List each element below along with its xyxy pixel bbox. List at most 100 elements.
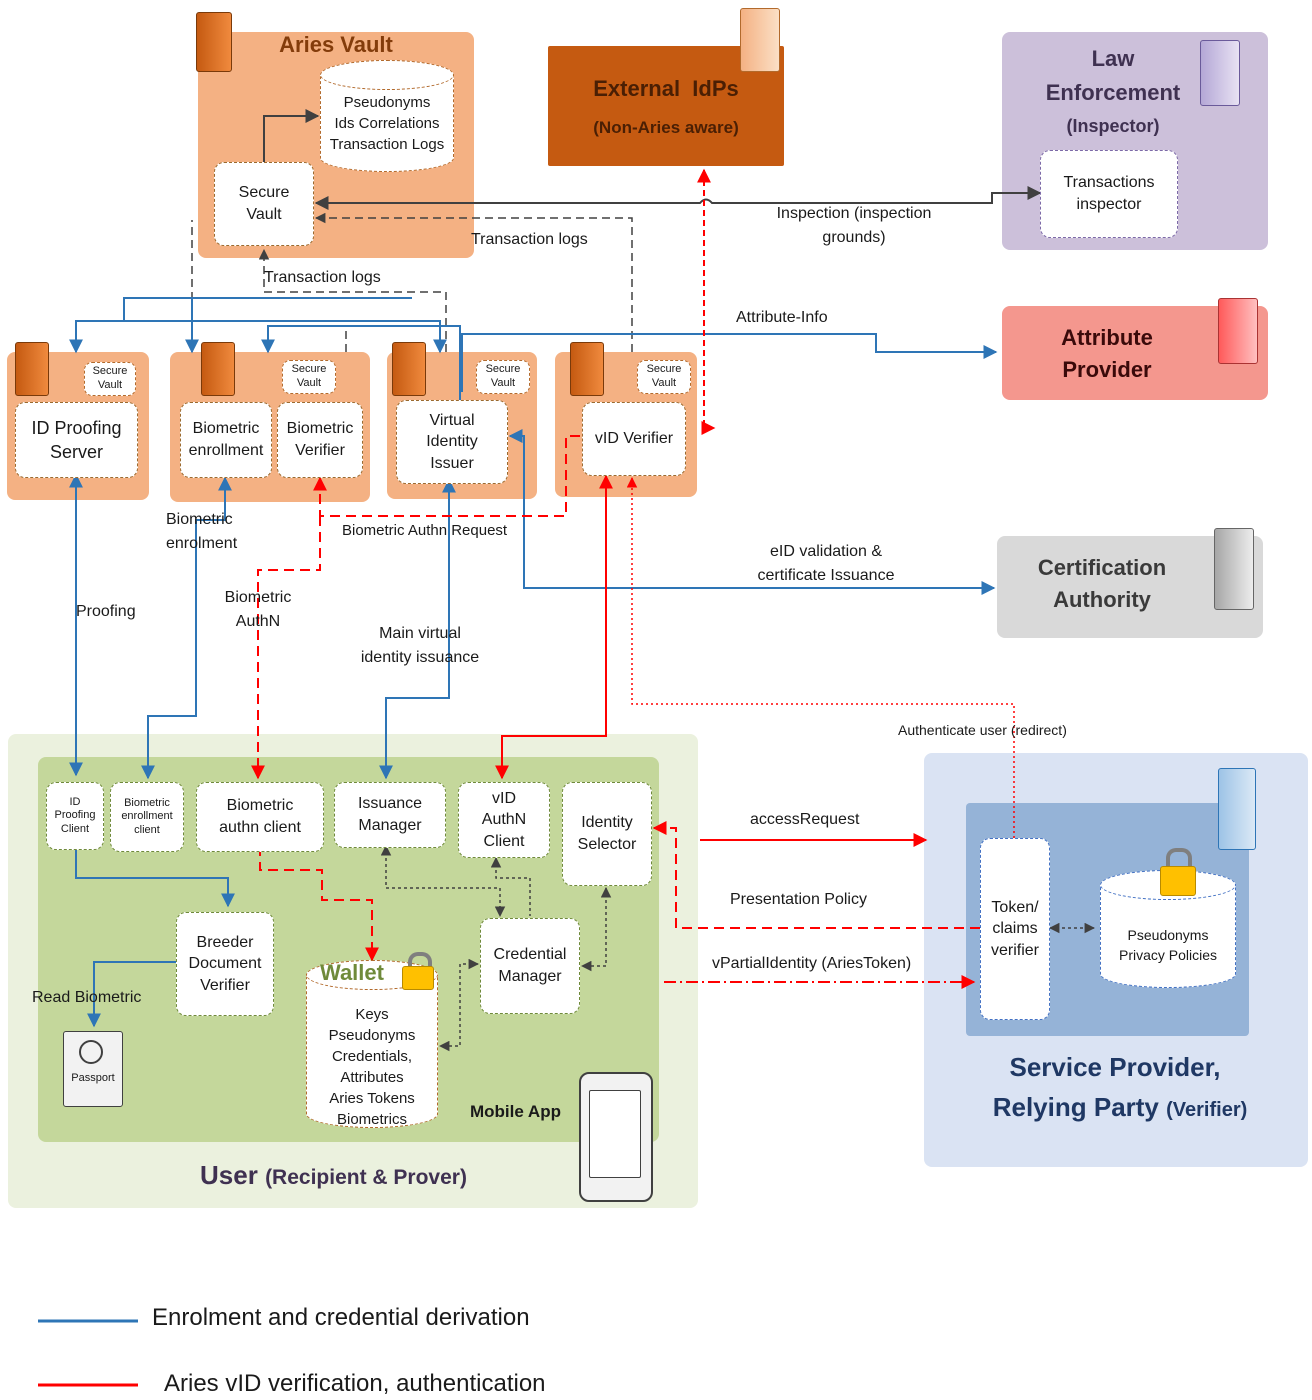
secure-vault-tag: Secure Vault: [282, 360, 336, 394]
db-line: Ids Correlations: [334, 115, 440, 132]
access-request-label: accessRequest: [750, 811, 860, 828]
transaction-logs-label: Transaction logs: [264, 269, 381, 286]
mobile-phone-icon: [579, 1072, 653, 1202]
breeder-document-verifier-box: Breeder Document Verifier: [176, 912, 274, 1016]
certification-authority-title: Certification Authority: [1037, 555, 1167, 612]
server-icon: [392, 342, 426, 396]
wallet-line: Keys: [355, 1006, 389, 1023]
virtual-identity-issuer-label: Virtual Identity Issuer: [426, 411, 478, 472]
transaction-logs-label: Transaction logs: [471, 231, 588, 248]
biometric-authn-client-box: Biometric authn client: [196, 782, 324, 852]
biometric-enrollment-client-box: Biometric enrollment client: [110, 782, 184, 852]
biometric-authn-request-line: [313, 435, 580, 517]
virtual-identity-issuer-box: Virtual Identity Issuer: [396, 400, 508, 484]
service-provider-title-1: Service Provider,: [1009, 1052, 1221, 1082]
biometric-authn-label: Biometric AuthN: [224, 589, 292, 630]
biometric-verifier-box: Biometric Verifier: [277, 402, 363, 478]
wallet-line: Biometrics: [336, 1111, 407, 1128]
main-virtual-identity-line: [379, 478, 456, 780]
wallet-line: [259, 846, 379, 962]
authenticate-user-line: [626, 476, 1015, 838]
external-idps-title: External IdPs: [593, 76, 739, 101]
user-zone-title: User (Recipient & Prover): [200, 1160, 467, 1191]
secure-vault-tag: Secure Vault: [476, 360, 530, 394]
read-biometric-label: Read Biometric: [32, 989, 142, 1006]
aries-vault-title: Aries Vault: [279, 32, 393, 57]
wallet-line: Attributes: [340, 1069, 404, 1086]
presentation-policy-label: Presentation Policy: [730, 891, 867, 908]
vid-authn-client-box: vID AuthN Client: [458, 782, 550, 858]
server-icon: [1200, 40, 1240, 106]
user-title: User: [200, 1160, 258, 1190]
sp-title-sub: (Verifier): [1166, 1099, 1248, 1121]
id-proofing-server-box: ID Proofing Server: [15, 402, 138, 478]
law-enforcement-title-2: Enforcement: [1045, 80, 1181, 105]
vid-authn-line: [495, 474, 613, 780]
breeder-line: [75, 822, 235, 908]
vault-to-db-line: [263, 109, 320, 162]
wallet-title: Wallet: [320, 960, 384, 985]
server-icon: [740, 8, 780, 72]
server-icon: [570, 342, 604, 396]
external-idp-line: [697, 168, 716, 435]
transaction-logs-right: [314, 212, 633, 352]
legend-item: Aries vID verification, authentication: [164, 1370, 546, 1397]
transactions-inspector-box: Transactions inspector: [1040, 150, 1178, 238]
biometric-enrollment-box: Biometric enrollment: [180, 402, 272, 478]
breeder-document-verifier-label: Breeder Document Verifier: [188, 933, 262, 994]
attribute-provider-title: Attribute Provider: [1061, 325, 1153, 382]
server-icon: [201, 342, 235, 396]
vid-verifier-label: vID Verifier: [594, 430, 674, 448]
id-proofing-client-box: ID Proofing Client: [46, 782, 104, 850]
inspection-label: Inspection (inspection grounds): [776, 205, 932, 246]
secure-vault-label: Secure Vault: [238, 184, 290, 223]
secure-vault-tag: Secure Vault: [637, 360, 691, 394]
server-icon: [15, 342, 49, 396]
lock-icon: [402, 952, 434, 990]
globe-icon: [79, 1040, 103, 1064]
aries-vault-database: Pseudonyms Ids Correlations Transaction …: [320, 60, 454, 172]
sp-db-line: Privacy Policies: [1118, 946, 1218, 963]
vpartial-identity-label: vPartialIdentity (AriesToken): [712, 955, 912, 972]
vid-verifier-box: vID Verifier: [582, 402, 686, 476]
law-enforcement-title-1: Law: [1091, 46, 1135, 71]
passport-icon: Passport: [63, 1031, 123, 1107]
id-proofing-server-label: ID Proofing Server: [31, 417, 122, 462]
sp-db-line: Pseudonyms: [1127, 927, 1209, 943]
biometric-enrollment-client-label: Biometric enrollment client: [121, 797, 173, 836]
credential-manager-box: Credential Manager: [480, 918, 580, 1014]
lock-icon: [1160, 848, 1196, 896]
vid-authn-client-label: vID AuthN Client: [481, 789, 527, 850]
secure-vault-box: Secure Vault: [214, 162, 314, 246]
authenticate-user-label: Authenticate user (redirect): [898, 722, 1067, 738]
token-claims-verifier-box: Token/ claims verifier: [980, 838, 1050, 1020]
biometric-enrollment-label: Biometric enrollment: [188, 420, 264, 459]
server-icon: [196, 12, 232, 72]
server-icon: [1214, 528, 1254, 610]
wallet-line: Pseudonyms: [328, 1027, 416, 1044]
id-proofing-client-label: ID Proofing Client: [54, 796, 96, 835]
top-bus-line: [69, 320, 447, 354]
presentation-policy-line: [652, 821, 980, 929]
identity-selector-box: Identity Selector: [562, 782, 652, 886]
user-title-sub: (Recipient & Prover): [265, 1166, 467, 1189]
secure-vault-tag: Secure Vault: [84, 362, 136, 396]
biometric-enrolment-label: Biometric enrolment: [166, 511, 238, 552]
main-virtual-identity-label: Main virtual identity issuance: [360, 625, 480, 666]
passport-label: Passport: [71, 1072, 115, 1084]
transaction-logs-left: [258, 248, 447, 352]
proofing-label: Proofing: [76, 603, 136, 620]
issuance-manager-box: Issuance Manager: [334, 782, 446, 848]
law-enforcement-subtitle: (Inspector): [1066, 116, 1160, 136]
service-provider-title-2: Relying Party (Verifier): [960, 1092, 1280, 1123]
issuance-manager-label: Issuance Manager: [357, 795, 423, 834]
sp-title-main: Relying Party: [992, 1092, 1159, 1122]
biometric-authn-line: [251, 516, 321, 780]
server-icon: [1218, 298, 1258, 364]
eid-validation-label: eID validation & certificate Issuance: [757, 543, 895, 584]
attribute-info-line: [461, 333, 998, 392]
biometric-authn-client-label: Biometric authn client: [219, 797, 301, 836]
db-line: Pseudonyms: [343, 94, 431, 111]
token-claims-verifier-label: Token/ claims verifier: [990, 898, 1039, 959]
